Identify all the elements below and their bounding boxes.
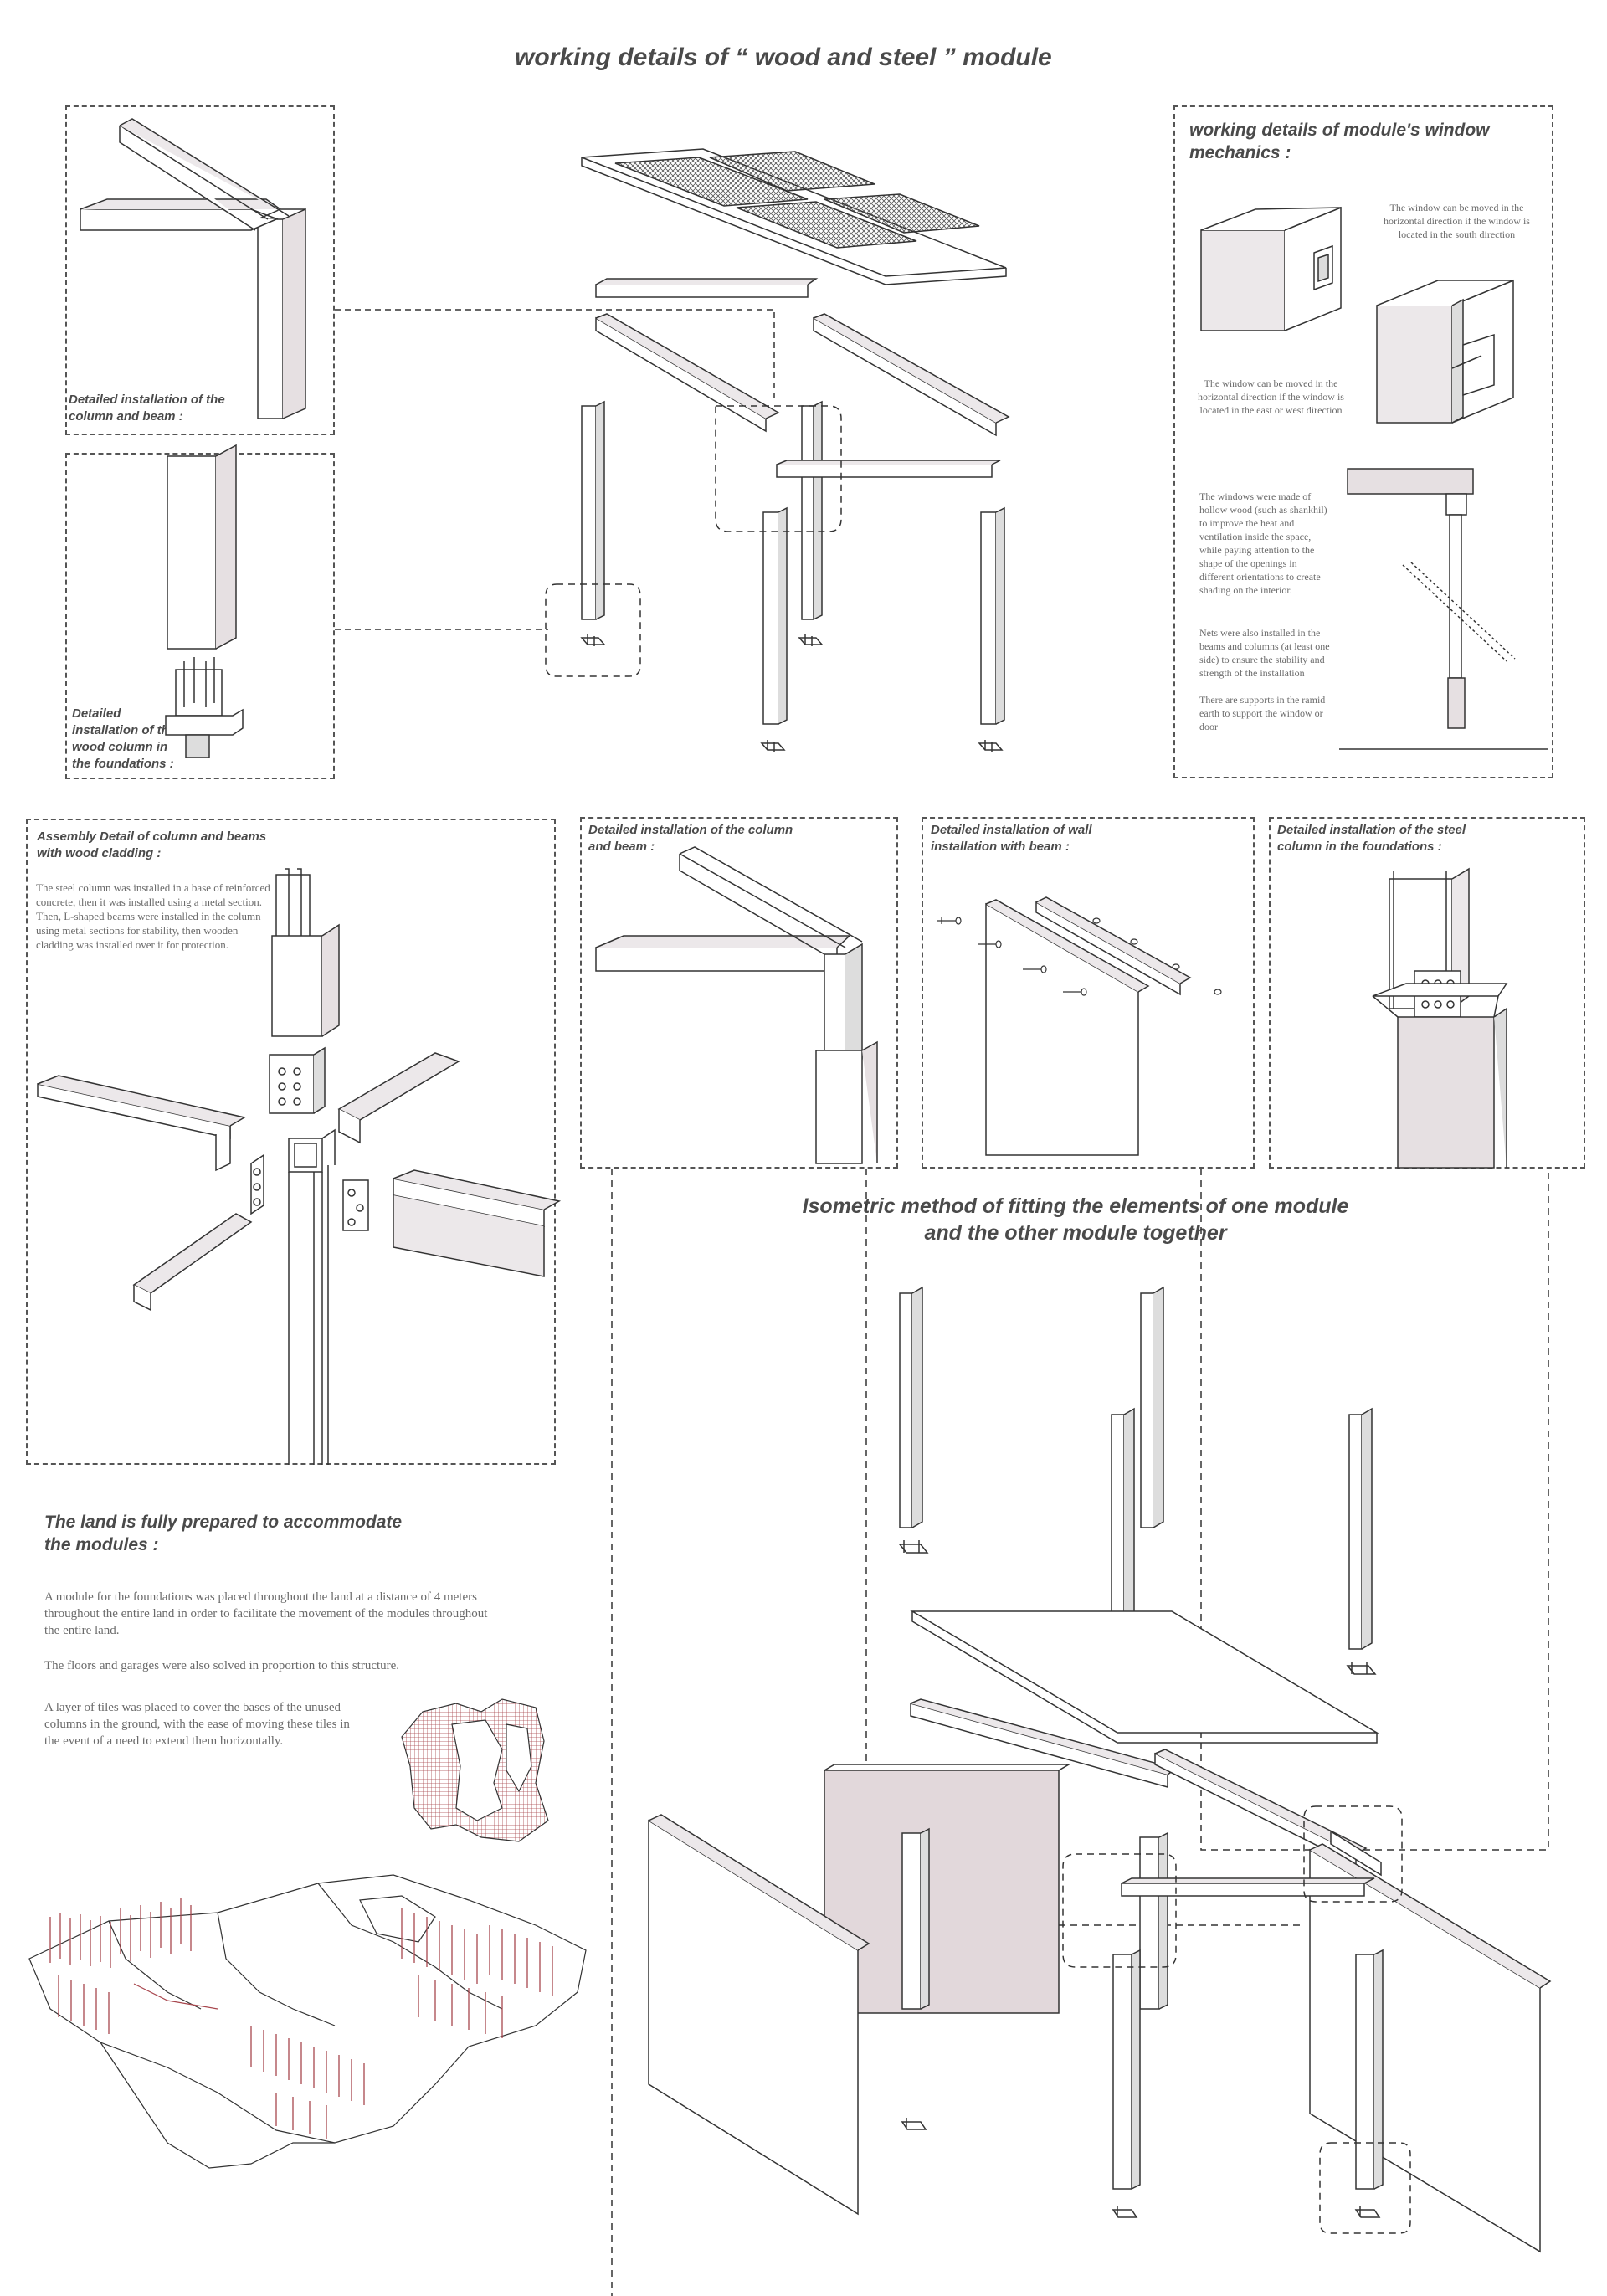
column-beam-mid-icon (595, 846, 878, 1164)
roof-grid-icon (581, 148, 1007, 285)
assembly-column-icon (269, 868, 340, 1465)
wall-panel-icon (985, 896, 1192, 1156)
iso-lower-columns-icon (901, 1827, 1384, 2190)
beam-icon (595, 313, 1010, 437)
window-note-nets: Nets were also installed in the beams an… (1199, 627, 1330, 679)
assembly-beams-icon (37, 1052, 562, 1312)
window-module-icon (1200, 206, 1514, 424)
iso-column-icon (899, 1286, 1373, 1650)
label-steel-foundation: Detailed installation of the steel colum… (1277, 823, 1466, 854)
steel-column-foundation-icon (1372, 867, 1508, 1169)
page-title: working details of “ wood and steel ” mo… (515, 44, 1052, 71)
column-icon (581, 400, 1005, 725)
panel-column-beam-mid (580, 817, 898, 1169)
wood-column-foundation-icon (165, 444, 244, 758)
land-p2: The floors and garages were also solved … (44, 1659, 400, 1672)
panel-wall (922, 817, 1255, 1169)
label-assembly: Assembly Detail of column and beams with… (37, 830, 267, 860)
label-wall: Detailed installation of wall installati… (931, 823, 1092, 854)
label-column-beam-mid: Detailed installation of the column and … (588, 823, 793, 854)
bolt-icon (937, 917, 1222, 996)
column-beam-corner-icon (80, 118, 306, 419)
assembly-text: The steel column was installed in a base… (36, 881, 270, 951)
iso-base-lower-icon (901, 2118, 1381, 2218)
label-column-beam-top: Detailed installation of the column and … (69, 393, 225, 424)
label-land: The land is fully prepared to accommodat… (44, 1513, 403, 1554)
panel-window-mechanics (1173, 105, 1553, 778)
window-section-icon (1339, 468, 1548, 750)
label-window-mechanics: working details of module's window mecha… (1189, 121, 1490, 162)
panel-wood-column-foundation (65, 453, 335, 779)
site-plan-icon (401, 1698, 549, 1842)
window-note-east-west: The window can be moved in the horizonta… (1198, 378, 1344, 416)
window-note-supports: There are supports in the ramid earth to… (1199, 694, 1326, 732)
site-posts-icon (49, 1898, 553, 2139)
label-wood-column-foundation: Detailed installation of the wood column… (72, 706, 177, 771)
base-plate-icon (580, 634, 1004, 752)
isometric-title: Isometric method of fitting the elements… (802, 1194, 1349, 1245)
iso-floor-icon (910, 1610, 1379, 1867)
panel-column-beam-top (65, 105, 335, 435)
window-note-south: The window can be moved in the horizonta… (1384, 202, 1530, 240)
panel-assembly (26, 819, 556, 1465)
window-note-materials: The windows were made of hollow wood (su… (1199, 491, 1327, 596)
land-p1: A module for the foundations was placed … (44, 1590, 488, 1637)
iso-wall-icon (648, 1764, 1552, 2253)
land-p3: A layer of tiles was placed to cover the… (44, 1701, 350, 1748)
